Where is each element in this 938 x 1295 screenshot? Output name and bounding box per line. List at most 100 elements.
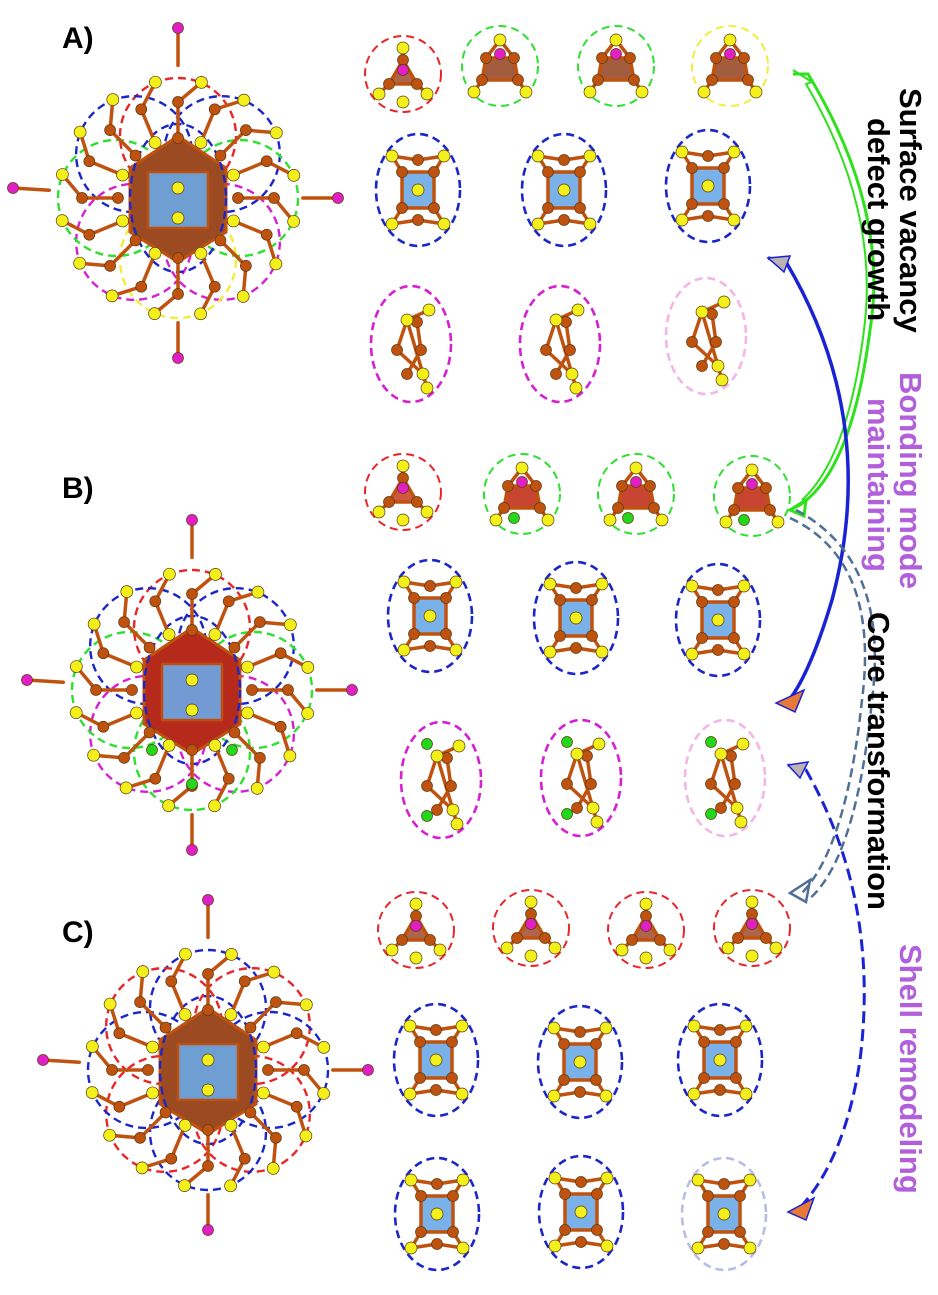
sulfur-atom [130,660,143,674]
sulfur-atom [565,367,579,381]
sulfur-atom [600,1171,614,1185]
copper-atom [149,772,162,785]
copper-atom [260,155,273,168]
copper-atom [574,1026,586,1038]
sulfur-atom [583,217,597,231]
copper-atom [714,1024,726,1036]
copper-atom [730,1036,742,1048]
bonding-mode-label: Bonding mode [893,372,928,589]
sulfur-atom [548,941,562,955]
sulfur-atom [734,815,748,829]
copper-atom [134,996,146,1008]
terminal-atom [494,48,506,60]
motif-ring [539,718,623,838]
sulfur-atom [250,782,264,795]
sulfur-atom [519,85,533,99]
copper-atom [412,154,424,166]
copper-atom [686,162,698,174]
copper-atom [592,74,604,86]
sulfur-atom [586,801,600,815]
terminal-atom [746,478,758,490]
sulfur-atom [163,567,176,581]
copper-atom [106,1064,118,1076]
copper-atom [135,280,148,293]
cluster-ring [192,966,312,1086]
sulfur-atom [236,290,250,303]
copper-atom [118,752,130,764]
sulfur-atom [430,749,444,763]
cluster-b-overview [21,514,358,856]
copper-atom [712,644,724,656]
bond [122,730,152,760]
copper-atom [616,480,628,492]
sulfur-atom [714,747,728,761]
sulfur-atom [635,85,649,99]
sulfur-atom [257,1086,270,1100]
copper-atom [718,198,730,210]
bond [405,318,425,376]
surface-vacancy-label: Surface vacancy [893,88,928,333]
panel-b-label: B) [62,472,94,505]
copper-atom [97,720,110,733]
copper-atom [274,720,287,733]
copper-atom [696,632,708,644]
copper-atom [411,496,423,508]
sulfur-atom [543,645,557,659]
copper-atom [186,624,198,636]
sulfur-atom [385,943,399,957]
sulfur-atom [557,183,571,197]
terminal-atom [7,182,19,194]
sulfur-atom [737,647,751,661]
copper-atom [447,1190,459,1202]
sulfur-atom [743,1173,757,1187]
bond [25,678,66,684]
copper-atom [430,1024,442,1036]
copper-atom [575,1176,587,1188]
copper-atom [624,52,636,64]
cube-face [618,486,654,508]
cube-motif [713,455,791,537]
copper-atom [208,280,221,293]
sulfur-atom [120,585,134,598]
core-transformation-label: Core transformation [861,612,896,910]
copper-atom [542,202,554,214]
copper-atom [742,74,754,86]
triangular-motif [364,453,442,531]
cluster-c-overview [37,894,374,1236]
copper-atom [702,1226,714,1238]
sulfur-atom [372,87,386,101]
copper-atom [415,1226,427,1238]
sulfur-atom [603,513,617,527]
copper-atom [415,344,427,356]
copper-atom [558,154,570,166]
motif-ring [537,1154,625,1270]
sulfur-atom [629,461,643,475]
copper-atom [648,502,660,514]
square-core-motif [520,132,608,248]
sulfur-atom [119,781,133,795]
copper-atom [540,344,552,356]
sulfur-atom [569,381,583,395]
copper-atom [554,630,566,642]
copper-atom [172,252,184,264]
copper-atom [725,750,737,762]
copper-atom [728,596,740,608]
motif-ring [518,284,602,404]
copper-atom [644,480,656,492]
sulfur-atom [590,815,604,829]
copper-atom [254,616,266,628]
bond [122,620,152,650]
copper-atom [686,336,698,348]
sulfur-atom [429,1053,443,1067]
sulfur-atom [717,1207,731,1221]
copper-atom [525,908,537,920]
copper-atom [730,1072,742,1084]
sulfur-atom [409,897,423,911]
sulfur-atom [269,257,283,271]
copper-atom [430,1084,442,1096]
copper-atom [113,1027,126,1040]
terminal-atom [37,1054,49,1066]
sulfur-atom [300,998,313,1012]
copper-atom [222,772,235,785]
copper-atom [298,1064,310,1076]
